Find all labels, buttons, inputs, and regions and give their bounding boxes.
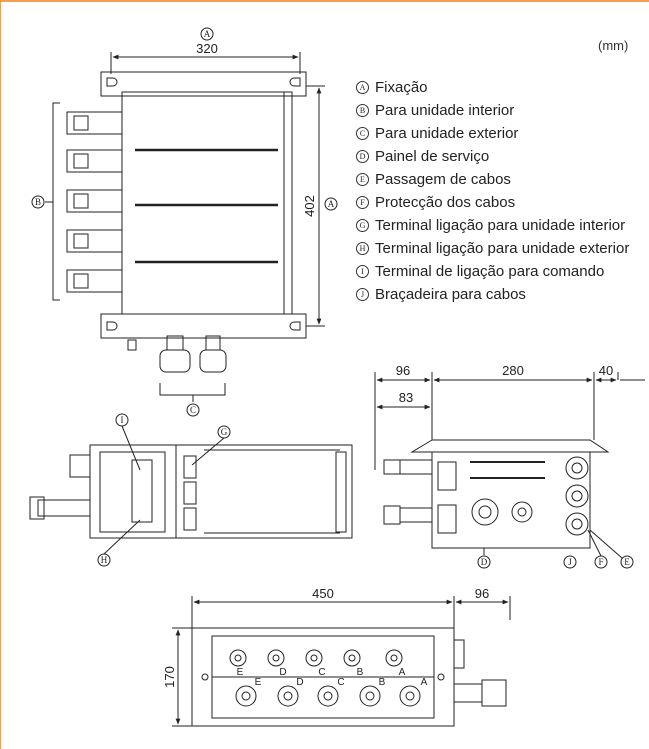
bottom-view [172, 596, 511, 727]
callout-a-right-label: A [328, 199, 335, 209]
legend-item-a: A Fixação [356, 76, 649, 99]
port-label-top-e: E [237, 667, 244, 678]
legend-text-c: Para unidade exterior [375, 125, 519, 142]
legend-text-b: Para unidade interior [375, 102, 515, 119]
legend-text-h: Terminal ligação para unidade exterior [375, 240, 630, 257]
legend-text-a: Fixação [375, 79, 428, 96]
bottom-body [191, 627, 455, 727]
port-label-top-a: A [399, 667, 406, 678]
port-label-bottom-a: A [421, 677, 428, 688]
bracket-b [52, 102, 60, 301]
callout-a-right [324, 197, 338, 211]
top-view [31, 27, 338, 417]
legend-letter-a: A [356, 81, 369, 94]
legend-item-d: D Painel de serviço [356, 145, 649, 168]
legend-item-c: C Para unidade exterior [356, 122, 649, 145]
port-label-bottom-c: C [337, 677, 344, 688]
dim-402-label: 402 [302, 195, 317, 217]
callout-a-top-label: A [204, 29, 211, 39]
dim-320-label: 320 [196, 41, 218, 56]
dim-280-label: 280 [502, 363, 524, 378]
legend-letter-d: D [356, 150, 369, 163]
legend: A Fixação B Para unidade interior C Para un… [356, 76, 649, 306]
legend-item-h: H Terminal ligação para unidade exterior [356, 237, 649, 260]
dim-170-label: 170 [162, 666, 177, 688]
callout-i-label: I [121, 415, 124, 425]
dim-96-side-label: 96 [396, 363, 410, 378]
legend-item-i: I Terminal de ligação para comando [356, 260, 649, 283]
side-view [374, 372, 645, 569]
port-label-top-d: D [279, 667, 286, 678]
bracket-c [159, 383, 226, 396]
callout-g-label: G [221, 427, 228, 437]
legend-text-d: Painel de serviço [375, 148, 490, 165]
side-plate [410, 439, 610, 453]
legend-item-j: J Braçadeira para cabos [356, 283, 649, 306]
legend-letter-b: B [356, 104, 369, 117]
dim-83-label: 83 [399, 390, 413, 405]
callout-d [477, 555, 491, 569]
port-label-bottom-b: B [379, 677, 386, 688]
legend-letter-e: E [356, 173, 369, 186]
legend-text-e: Passagem de cabos [375, 171, 511, 188]
callout-c-label: C [190, 405, 196, 415]
callout-e-label: E [624, 557, 630, 567]
legend-item-g: G Terminal ligação para unidade interior [356, 214, 649, 237]
top-body [121, 91, 293, 315]
callout-b [31, 195, 45, 209]
port-label-top-b: B [357, 667, 364, 678]
callout-d-label: D [481, 557, 488, 567]
legend-text-g: Terminal ligação para unidade interior [375, 217, 626, 234]
callout-j [563, 555, 577, 569]
legend-text-i: Terminal de ligação para comando [375, 263, 605, 280]
legend-letter-i: I [356, 265, 369, 278]
legend-letter-g: G [356, 219, 369, 232]
front-body [89, 444, 353, 539]
legend-item-e: E Passagem de cabos [356, 168, 649, 191]
front-view [29, 413, 353, 567]
callout-a-top [200, 27, 214, 41]
callout-h-label: H [101, 555, 108, 565]
legend-letter-f: F [356, 196, 369, 209]
callout-f-label: F [598, 557, 603, 567]
port-label-bottom-e: E [255, 677, 262, 688]
dim-96-bottom-label: 96 [475, 586, 489, 601]
port-label-bottom-d: D [296, 677, 303, 688]
bottom-flange [100, 313, 307, 339]
legend-text-f: Protecção dos cabos [375, 194, 516, 211]
callout-j-label: J [568, 557, 572, 567]
dim-40-label: 40 [599, 363, 613, 378]
callout-e [620, 555, 634, 569]
legend-letter-c: C [356, 127, 369, 140]
side-body [431, 451, 591, 549]
port-label-top-c: C [318, 667, 325, 678]
dim-450-label: 450 [312, 586, 334, 601]
indoor-connectors [66, 111, 123, 293]
callout-c [186, 403, 200, 417]
legend-item-b: B Para unidade interior [356, 99, 649, 122]
legend-letter-h: H [356, 242, 369, 255]
legend-text-j: Braçadeira para cabos [375, 286, 526, 303]
unit-label: (mm) [598, 38, 629, 53]
legend-letter-j: J [356, 288, 369, 301]
top-flange [100, 71, 307, 97]
legend-item-f: F Protecção dos cabos [356, 191, 649, 214]
callout-b-label: B [35, 197, 41, 207]
